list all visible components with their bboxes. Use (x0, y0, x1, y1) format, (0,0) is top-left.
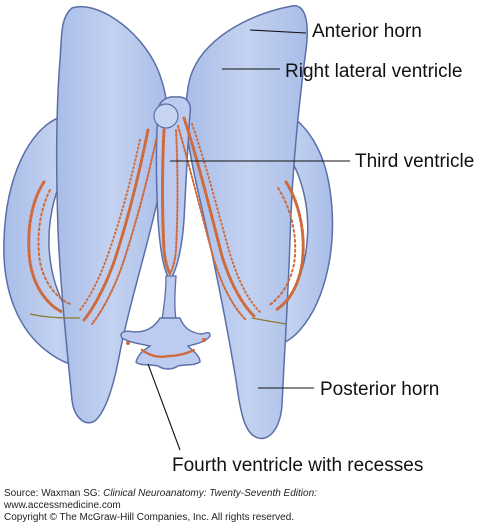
plexus-edge-right (251, 317, 287, 325)
label-right-lateral-ventricle: Right lateral ventricle (285, 61, 463, 82)
source-url: www.accessmedicine.com (4, 500, 121, 511)
label-third-ventricle: Third ventricle (355, 151, 475, 172)
source-line: Source: Waxman SG: Clinical Neuroanatomy… (4, 488, 317, 500)
leader-fourth-ventricle (147, 363, 181, 451)
plexus-edge-left (29, 313, 81, 319)
label-anterior-horn: Anterior horn (312, 21, 422, 42)
right-lateral-ventricle (185, 5, 308, 440)
choroid-plexus (27, 116, 305, 358)
interventricular-foramen (153, 103, 179, 129)
copyright-notice: Copyright © The McGraw-Hill Companies, I… (4, 512, 295, 523)
label-fourth-ventricle: Fourth ventricle with recesses (172, 455, 424, 476)
source-book-title: Clinical Neuroanatomy: Twenty-Seventh Ed… (103, 488, 317, 499)
cerebral-aqueduct (161, 275, 177, 321)
leader-anterior-horn (249, 29, 307, 34)
source-prefix: Source: Waxman SG: (4, 488, 104, 499)
fourth-ventricle (120, 317, 211, 370)
source-citation: Source: Waxman SG: Clinical Neuroanatomy… (4, 488, 317, 524)
leader-lines (147, 29, 350, 451)
label-posterior-horn: Posterior horn (320, 379, 440, 400)
